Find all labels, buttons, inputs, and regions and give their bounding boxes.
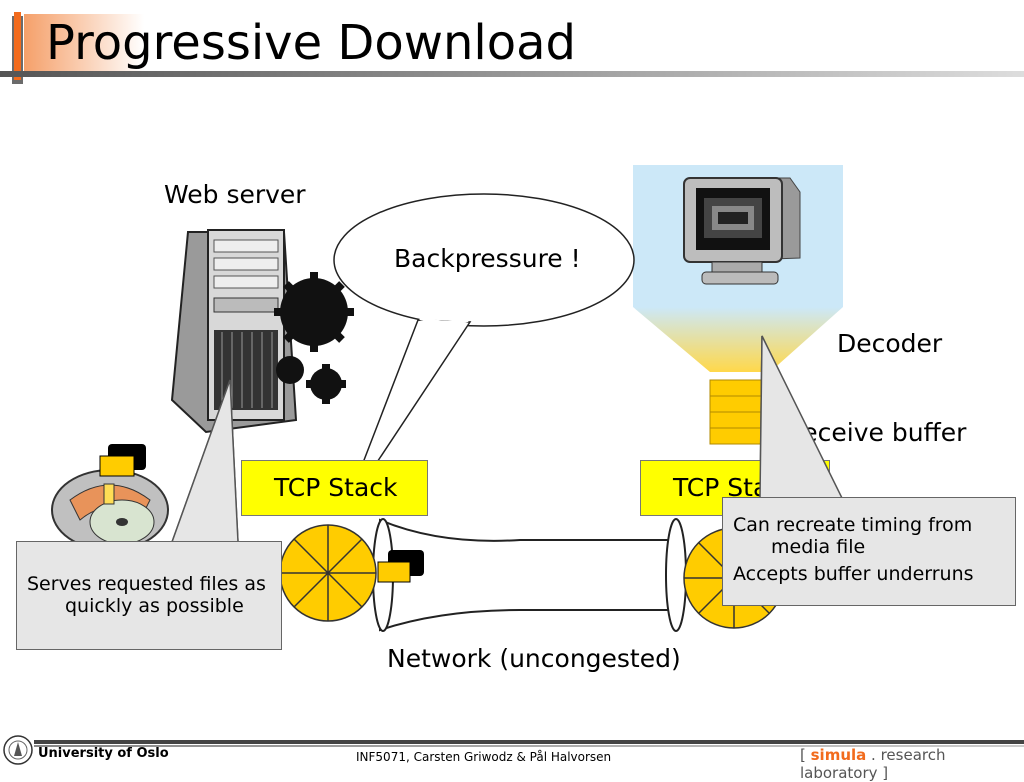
course-credit: INF5071, Carsten Griwodz & Pål Halvorsen [356,750,612,764]
title-accent-bar-orange [14,12,21,80]
university-name: University of Oslo [38,746,169,761]
university-seal-icon [3,735,33,765]
web-server-icon [170,229,298,434]
receive-buffer-stack [709,379,771,445]
network-pipe [372,518,687,632]
lab-logo-prefix: [ [800,746,811,764]
disk-icon [51,469,169,551]
network-label: Network (uncongested) [387,644,681,673]
footer-bar [34,740,1024,744]
client-callout: Can recreate timing from media file Acce… [722,497,1016,606]
packet-pipe [377,561,411,583]
lab-logo-accent: simula [810,746,867,764]
monitor-icon [683,177,801,285]
client-callout-item1-line1: Can recreate timing from [733,514,973,536]
page-title: Progressive Download [46,15,576,71]
title-rule [0,71,1024,77]
tcp-stack-left-box: TCP Stack [241,460,428,516]
decoder-beam [633,307,843,372]
lab-logo: [ simula . research laboratory ] [800,746,1024,782]
web-server-label: Web server [164,180,306,209]
footer-bar-light [34,745,1024,747]
server-callout-line1: Serves requested files as [27,573,266,595]
gear-teeth [274,272,354,404]
tcp-stack-left-label: TCP Stack [274,473,398,502]
backpressure-label: Backpressure ! [394,244,581,273]
client-callout-item2: Accepts buffer underruns [733,563,974,585]
server-callout-line2: quickly as possible [65,595,244,617]
packet-disk [99,455,135,477]
server-callout: Serves requested files as quickly as pos… [16,541,282,650]
tcp-wheel-left [279,524,377,622]
receive-buffer-label: Receive buffer [786,418,967,447]
client-callout-item1-line2: media file [771,536,866,558]
title-glow [24,14,144,74]
decoder-label: Decoder [837,329,943,358]
